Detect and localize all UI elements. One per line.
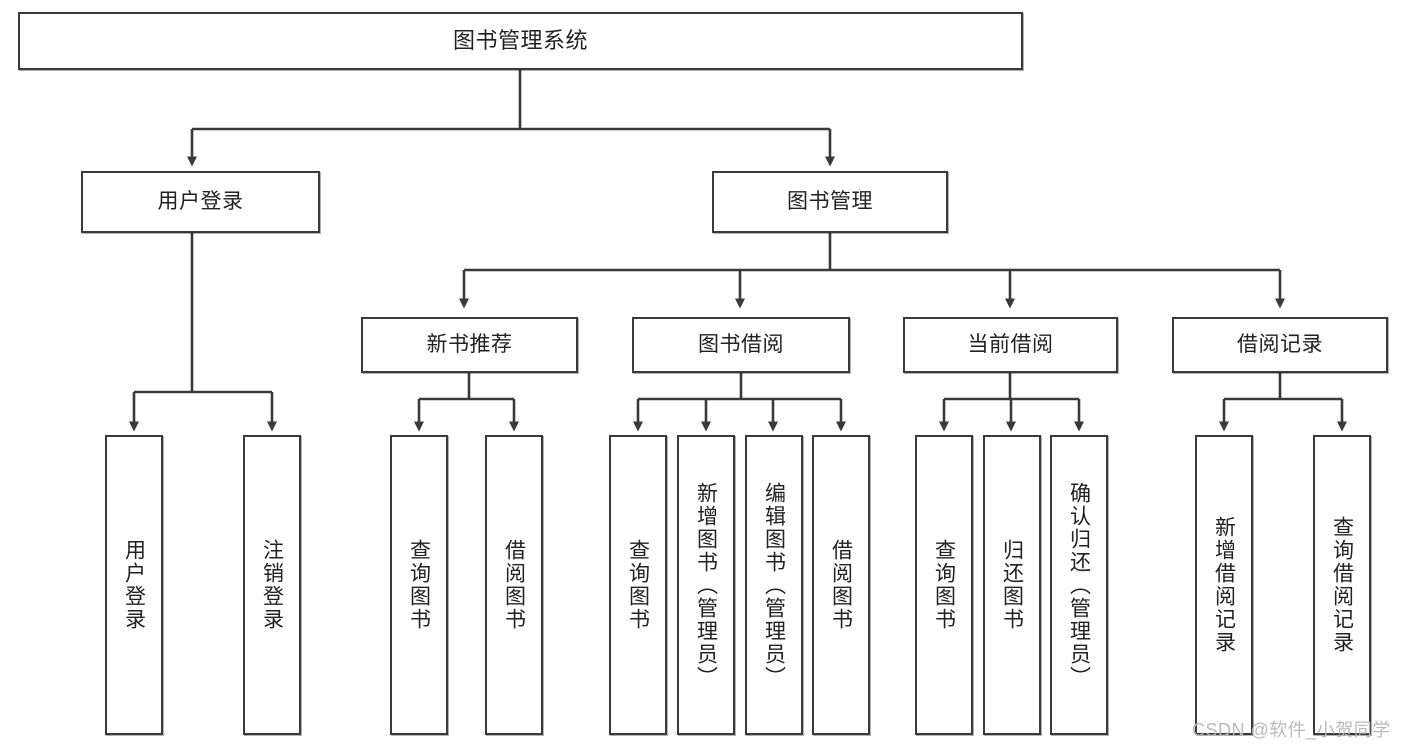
csdn-watermark: CSDN @软件_小贺同学: [1192, 720, 1391, 740]
leaf-add-borrow-record[interactable]: 新增借阅记录: [1195, 435, 1253, 735]
leaf-query-book-current[interactable]: 查询图书: [915, 435, 973, 735]
node-label: 借阅图书: [829, 539, 853, 631]
node-current-borrow[interactable]: 当前借阅: [903, 317, 1118, 373]
node-label: 借阅记录: [1237, 332, 1323, 356]
node-label: 图书借阅: [698, 332, 784, 356]
node-label: 图书管理: [787, 189, 873, 213]
node-label: 新增借阅记录: [1212, 516, 1236, 654]
leaf-edit-book-admin[interactable]: 编辑图书（管理员）: [745, 435, 803, 735]
node-new-book-recommendation[interactable]: 新书推荐: [361, 317, 578, 373]
node-label: 编辑图书（管理员）: [762, 481, 786, 689]
node-borrow-record[interactable]: 借阅记录: [1172, 317, 1388, 373]
node-label: 新增图书（管理员）: [694, 481, 718, 689]
leaf-logout[interactable]: 注销登录: [243, 435, 301, 735]
node-book-borrow[interactable]: 图书借阅: [632, 317, 850, 373]
leaf-user-login[interactable]: 用户登录: [105, 435, 163, 735]
node-label: 注销登录: [260, 539, 284, 631]
node-label: 查询图书: [407, 539, 431, 631]
node-label: 归还图书: [1000, 539, 1024, 631]
node-label: 查询图书: [626, 539, 650, 631]
node-label: 用户登录: [157, 189, 244, 213]
leaf-borrow-book-new-recommendation[interactable]: 借阅图书: [485, 435, 543, 735]
node-label: 当前借阅: [967, 332, 1054, 356]
node-label: 借阅图书: [502, 539, 526, 631]
node-user-login[interactable]: 用户登录: [81, 171, 320, 233]
node-label: 新书推荐: [426, 332, 513, 356]
leaf-return-book[interactable]: 归还图书: [983, 435, 1041, 735]
node-label: 确认归还（管理员）: [1067, 481, 1091, 689]
leaf-confirm-return-admin[interactable]: 确认归还（管理员）: [1050, 435, 1108, 735]
node-book-management[interactable]: 图书管理: [712, 171, 948, 233]
node-root-book-management-system[interactable]: 图书管理系统: [18, 12, 1023, 70]
node-label: 查询图书: [932, 539, 956, 631]
node-label: 图书管理系统: [452, 28, 588, 54]
leaf-query-borrow-record[interactable]: 查询借阅记录: [1313, 435, 1371, 735]
node-label: 查询借阅记录: [1330, 516, 1354, 654]
leaf-query-book-borrow[interactable]: 查询图书: [609, 435, 667, 735]
node-label: 用户登录: [122, 539, 146, 631]
leaf-add-book-admin[interactable]: 新增图书（管理员）: [677, 435, 735, 735]
leaf-borrow-book-borrow[interactable]: 借阅图书: [812, 435, 870, 735]
leaf-query-book-new-recommendation[interactable]: 查询图书: [390, 435, 448, 735]
